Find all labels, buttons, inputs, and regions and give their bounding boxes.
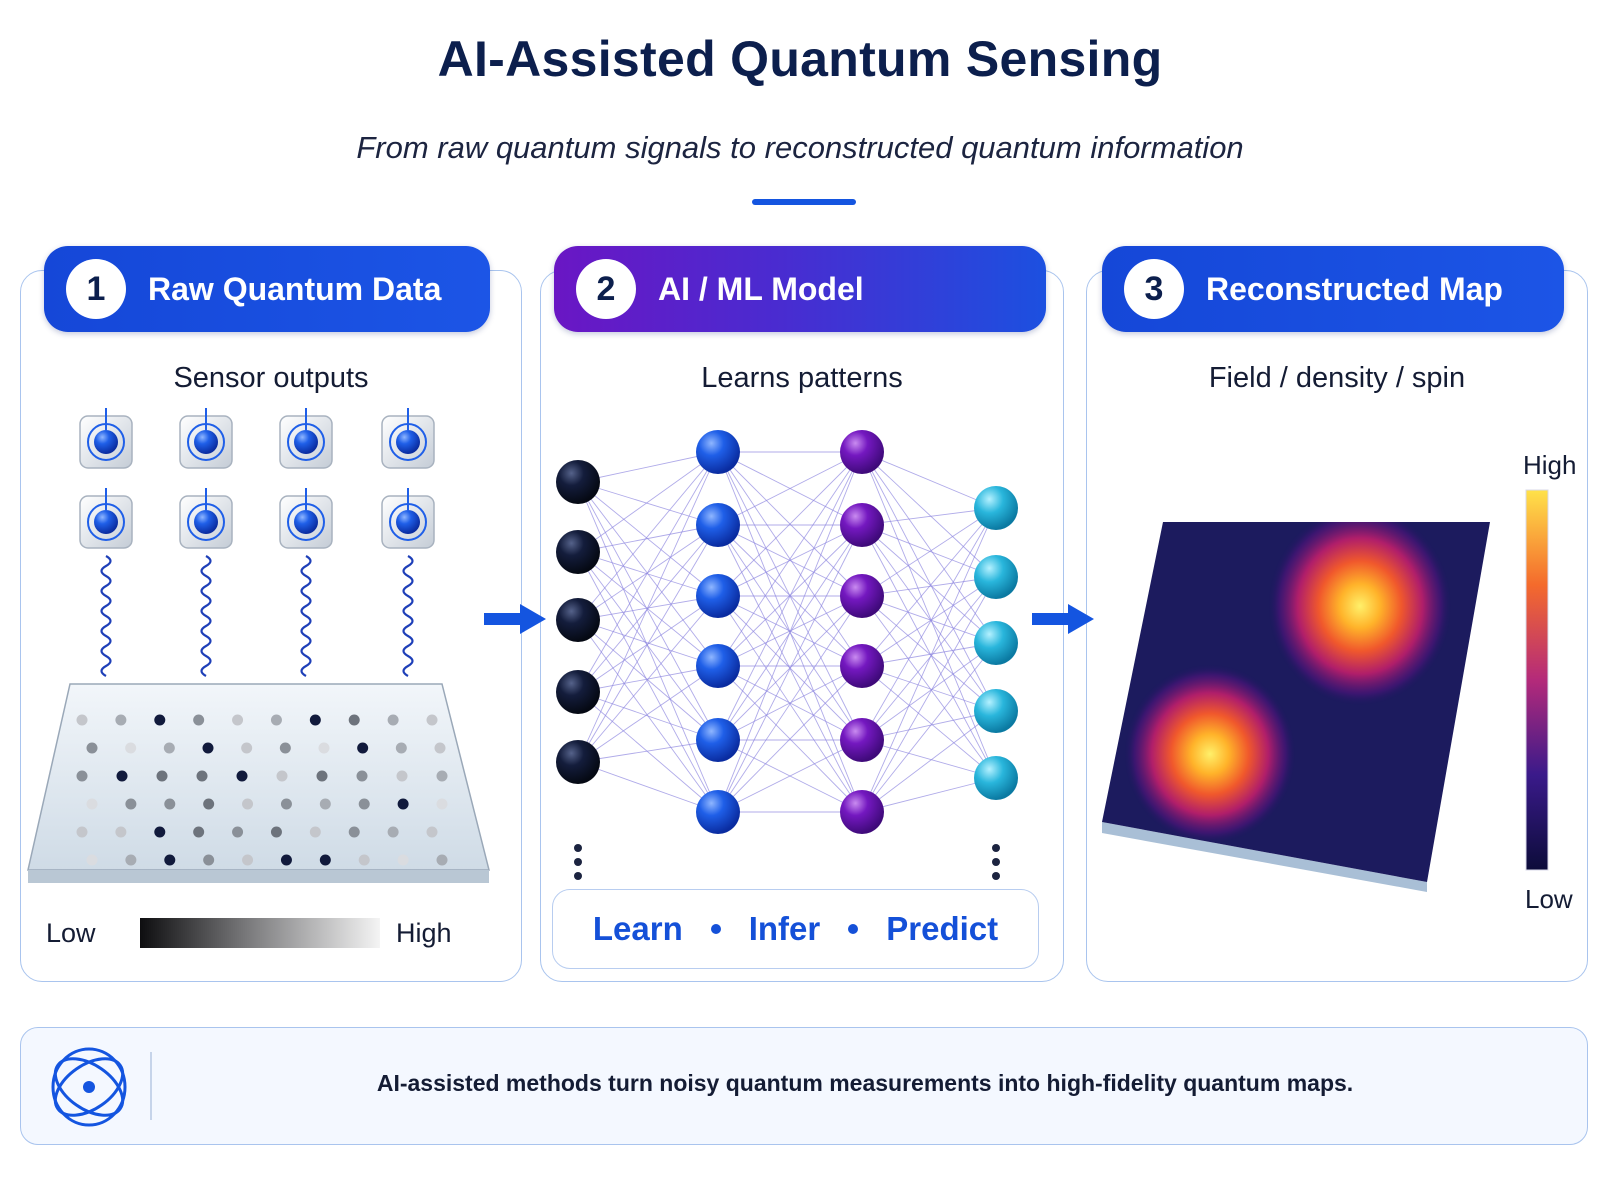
- model-actions-pill: Learn Infer Predict: [552, 889, 1039, 969]
- panel-heading-2: AI / ML Model: [658, 270, 864, 307]
- flow-arrow-icon: [484, 604, 546, 634]
- page-subtitle: From raw quantum signals to reconstructe…: [356, 130, 1244, 165]
- step-badge-2: 2: [576, 259, 636, 319]
- atom-orbit-icon: [51, 1047, 127, 1127]
- panel-header-raw-data: 1 Raw Quantum Data: [44, 246, 490, 332]
- panel-subheading-3: Field / density / spin: [1208, 362, 1466, 394]
- action-learn: Learn: [592, 910, 683, 947]
- footer-callout: [20, 1027, 1588, 1145]
- action-predict: Predict: [886, 910, 999, 947]
- panel-subheading-1: Sensor outputs: [173, 362, 369, 394]
- colorbar-low-label: Low: [1525, 884, 1573, 914]
- flow-arrow-icon: [1032, 604, 1094, 634]
- panel-header-reconstructed-map: 3 Reconstructed Map: [1102, 246, 1564, 332]
- legend-low-label-1: Low: [46, 918, 96, 948]
- panel-heading-3: Reconstructed Map: [1206, 270, 1503, 307]
- page-title: AI-Assisted Quantum Sensing: [437, 31, 1163, 87]
- panel-heading-1: Raw Quantum Data: [148, 270, 442, 307]
- step-badge-3: 3: [1124, 259, 1184, 319]
- step-badge-1: 1: [66, 259, 126, 319]
- footer-divider: [150, 1052, 152, 1120]
- legend-high-label-1: High: [396, 918, 452, 948]
- separator-dot: [710, 924, 721, 934]
- intensity-legend-bar: [140, 918, 380, 948]
- separator-dot: [848, 924, 859, 934]
- panel-header-ai-model: 2 AI / ML Model: [554, 246, 1046, 332]
- panel-subheading-2: Learns patterns: [701, 362, 903, 394]
- title-underline: [752, 199, 856, 205]
- footer-text: AI-assisted methods turn noisy quantum m…: [376, 1070, 1354, 1096]
- action-infer: Infer: [748, 910, 821, 947]
- colorbar-high-label: High: [1523, 450, 1577, 480]
